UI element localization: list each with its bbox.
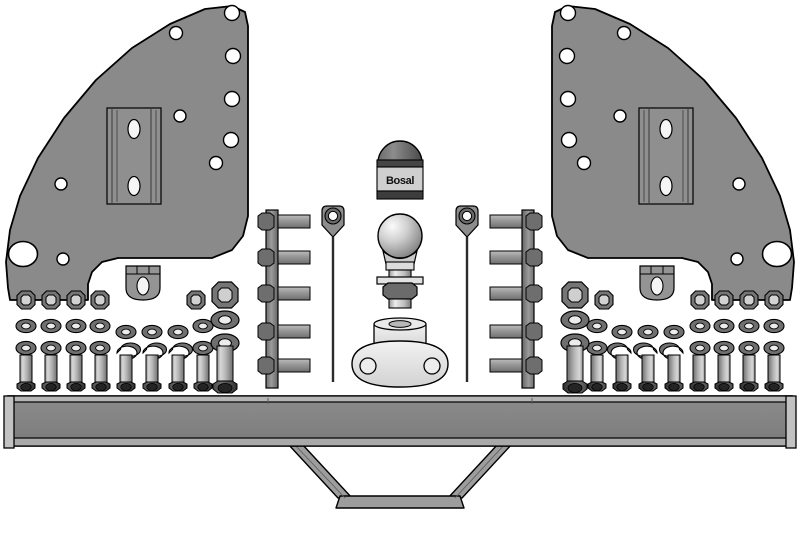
left-plate-large-hole	[7, 240, 39, 268]
right-mounting-plate	[551, 4, 795, 301]
right-plate-large-hole	[761, 240, 793, 268]
right-clamp-bracket	[639, 265, 675, 301]
right-hex-bolts	[587, 354, 784, 392]
right-flat-washers	[586, 318, 785, 340]
cover-cap: Bosal	[376, 140, 424, 200]
cross-beam	[3, 395, 797, 449]
left-bolt-rail	[257, 209, 311, 389]
left-large-hardware	[210, 281, 240, 394]
left-hex-nuts	[16, 290, 206, 310]
right-hardware-group	[560, 281, 785, 394]
right-plate-reinforcement-bracket	[638, 107, 694, 205]
flange-plate	[351, 317, 449, 388]
left-clamp-bracket	[125, 265, 161, 301]
right-bolt-rail	[489, 209, 543, 389]
left-mounting-plate	[5, 4, 249, 301]
cover-cap-brand-label: Bosal	[386, 175, 414, 187]
left-hex-bolts	[16, 354, 213, 392]
left-lock-key	[321, 205, 345, 382]
tow-ball	[376, 213, 424, 309]
left-flat-washers	[15, 318, 214, 340]
right-plate-edge-holes	[558, 4, 592, 171]
right-large-hardware	[560, 281, 590, 394]
left-plate-reinforcement-bracket	[106, 107, 162, 205]
left-hardware-group	[15, 281, 240, 394]
right-lock-key	[455, 205, 479, 382]
left-plate-inner-holes	[54, 25, 187, 266]
left-plate-edge-holes	[208, 4, 242, 171]
drop-bracket	[287, 443, 513, 509]
right-hex-nuts	[594, 290, 784, 310]
right-plate-inner-holes	[613, 25, 746, 266]
